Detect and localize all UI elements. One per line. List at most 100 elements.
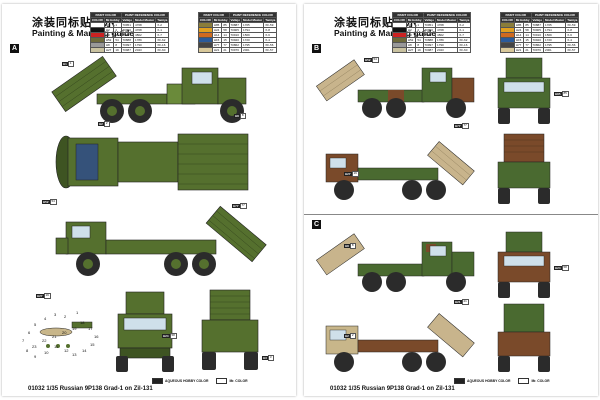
legend-aqueous: AQUEOUS HOBBY COLOR	[165, 379, 209, 383]
callout-number: 54	[49, 199, 57, 205]
callout-number: 2	[103, 121, 110, 127]
page-title-en: Painting & Marking guide	[32, 28, 135, 38]
callout-code: H3	[262, 356, 268, 360]
chart-header-model-master: Model Master	[435, 17, 459, 23]
chart-header-tamiya: Tamiya	[457, 17, 472, 23]
part-number: 4	[44, 316, 47, 321]
color-swatch	[392, 47, 407, 53]
callout-number: 3	[267, 355, 274, 361]
truck-c-side-view-2	[325, 313, 475, 372]
part-number: 7	[22, 338, 25, 343]
chart-cell-code: H27	[103, 47, 115, 53]
chart-cell-code: H21	[211, 47, 223, 53]
truck-c-side-view-1	[316, 233, 475, 292]
legend-swatch-mr	[216, 378, 228, 384]
part-number: 14	[82, 348, 87, 353]
part-number: 3	[54, 312, 57, 317]
chart-header-color: COLOR	[90, 17, 105, 23]
part-number: 6	[28, 330, 31, 335]
callout-number: 58	[169, 333, 177, 339]
part-number: 1	[76, 310, 79, 315]
chart-cell-t: XF-60	[155, 47, 170, 53]
chart-header-model-master: Model Master	[543, 17, 567, 23]
part-number: 19	[72, 326, 77, 331]
part-number: 5	[34, 322, 37, 327]
part-number: 17	[88, 326, 93, 331]
chart-header-vallejo: Vallejo	[422, 17, 437, 23]
callout-number: 21	[461, 299, 469, 305]
chart-cell-mm: 2043	[435, 47, 459, 53]
part-number: 12	[64, 348, 69, 353]
chart-cell-mr: 21	[221, 47, 230, 53]
color-swatch	[500, 47, 515, 53]
legend-swatch-aqueous	[454, 378, 465, 384]
callout-code: H8	[344, 244, 350, 248]
truck-c-rear-view	[497, 303, 551, 372]
callout-code: H8	[234, 114, 240, 118]
chart-cell-t: XF-57	[565, 47, 580, 53]
part-number: 21	[52, 334, 57, 339]
callout-code: H77	[232, 204, 240, 208]
callout-number: 58	[561, 265, 569, 271]
legend: AQUEOUS HOBBY COLOR Mr. COLOR	[152, 378, 248, 384]
chart-header-vallejo: Vallejo	[228, 17, 243, 23]
paint-chart-right: PAINT COLOR PAINT REFERENCE COLOR COLOR …	[500, 12, 580, 53]
part-number: 8	[26, 348, 29, 353]
part-number: 9	[34, 354, 37, 359]
chart-cell-mm: 2001	[241, 47, 265, 53]
part-number: 16	[94, 334, 99, 339]
chart-cell-v: 70976	[530, 47, 545, 53]
callout-code: H2	[344, 334, 350, 338]
chart-header-tamiya: Tamiya	[565, 17, 580, 23]
chart-header-paint-reference: PAINT REFERENCE COLOR	[530, 12, 580, 18]
callout-code: H1	[62, 62, 68, 66]
callout-code: H21	[454, 300, 462, 304]
callout-code: H77	[454, 124, 462, 128]
part-number: 20	[62, 330, 67, 335]
color-swatch	[90, 47, 105, 53]
callout-number: 8	[349, 243, 356, 249]
callout-code: H24	[162, 334, 170, 338]
chart-cell-mm: 2043	[133, 47, 157, 53]
chart-cell-t: XF-60	[457, 47, 472, 53]
truck-front-view	[116, 291, 174, 372]
paint-chart-left: PAINT COLOR PAINT REFERENCE COLOR COLOR …	[90, 12, 170, 53]
page-footer: 01032 1/35 Russian 9P138 Grad-1 on Zil-1…	[28, 386, 153, 392]
part-number: 10	[44, 350, 49, 355]
callout-code: H27	[36, 294, 44, 298]
chart-header-vallejo: Vallejo	[120, 17, 135, 23]
callout-code: H52	[42, 200, 50, 204]
callout-code: H27	[344, 172, 352, 176]
left-page: 涂装同标贴指示 Painting & Marking guide PAINT C…	[2, 4, 296, 396]
callout-number: 77	[239, 203, 247, 209]
chart-header-model-master: Model Master	[241, 17, 265, 23]
chart-header-vallejo: Vallejo	[530, 17, 545, 23]
callout-number: 77	[461, 123, 469, 129]
part-number: 11	[54, 344, 59, 349]
chart-cell-mr: 19	[415, 47, 424, 53]
section-divider	[304, 214, 598, 215]
chart-header-mrhobby: Mr.Hobby	[513, 17, 532, 23]
part-number: 23	[32, 344, 37, 349]
callout-number: 54	[371, 57, 379, 63]
legend-mr: Mr. COLOR	[229, 379, 248, 383]
chart-header-mrhobby: Mr.Hobby	[211, 17, 230, 23]
